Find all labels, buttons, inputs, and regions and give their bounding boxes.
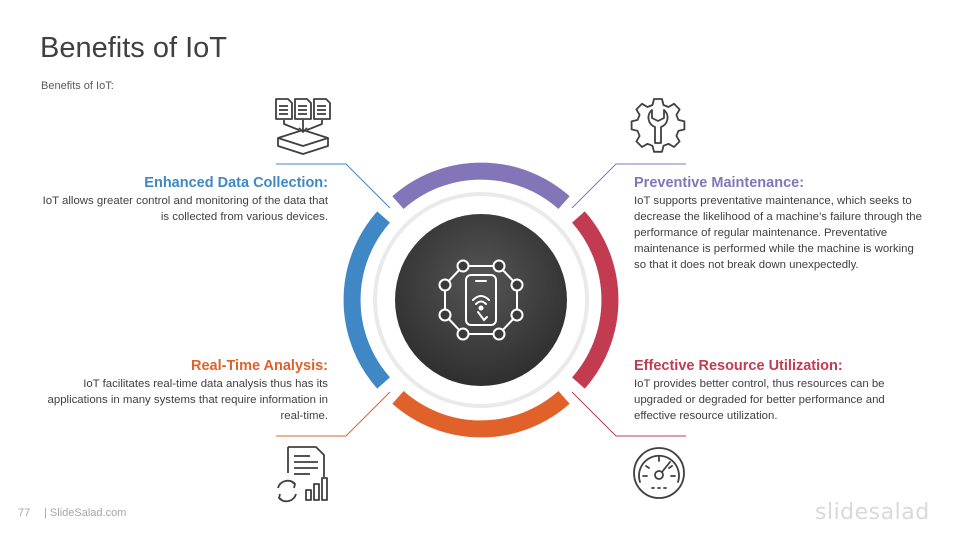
brand-logo: slidesalad — [815, 500, 930, 525]
iot-network-icon — [438, 259, 524, 341]
benefit-heading: Real-Time Analysis: — [191, 358, 328, 374]
page-title: Benefits of IoT — [40, 32, 227, 64]
connector-bottom-right — [571, 391, 686, 437]
center-circle — [395, 214, 567, 386]
benefit-text: IoT provides better control, thus resour… — [634, 378, 885, 422]
connector-top-right — [571, 163, 686, 209]
benefit-effective-resource-utilization: Effective Resource Utilization: IoT prov… — [634, 358, 924, 424]
ring-segment-right — [571, 211, 619, 389]
page-number: 77 — [18, 507, 31, 519]
page-subtitle: Benefits of IoT: — [41, 80, 114, 92]
ring-segment-left — [343, 211, 391, 389]
data-collection-icon — [275, 98, 331, 155]
benefit-heading: Enhanced Data Collection: — [144, 175, 328, 191]
ring-segment-bottom — [392, 390, 570, 438]
connector-top-left — [276, 163, 391, 209]
connector-bottom-left — [276, 391, 391, 437]
benefit-text: IoT facilitates real-time data analysis … — [47, 378, 328, 422]
benefit-text: IoT supports preventative maintenance, w… — [634, 195, 922, 271]
benefit-heading: Effective Resource Utilization: — [634, 358, 843, 374]
gauge-icon — [633, 447, 685, 499]
source-link[interactable]: | SlideSalad.com — [44, 507, 127, 519]
ring-segment-top — [392, 162, 570, 210]
benefit-heading: Preventive Maintenance: — [634, 175, 805, 191]
benefit-text: IoT allows greater control and monitorin… — [42, 195, 328, 223]
gear-wrench-icon — [630, 98, 686, 153]
analysis-report-icon — [277, 446, 328, 503]
benefit-enhanced-data-collection: Enhanced Data Collection: IoT allows gre… — [38, 175, 328, 225]
benefit-real-time-analysis: Real-Time Analysis: IoT facilitates real… — [38, 358, 328, 424]
connector-lines — [276, 163, 686, 437]
benefit-preventive-maintenance: Preventive Maintenance: IoT supports pre… — [634, 175, 924, 273]
